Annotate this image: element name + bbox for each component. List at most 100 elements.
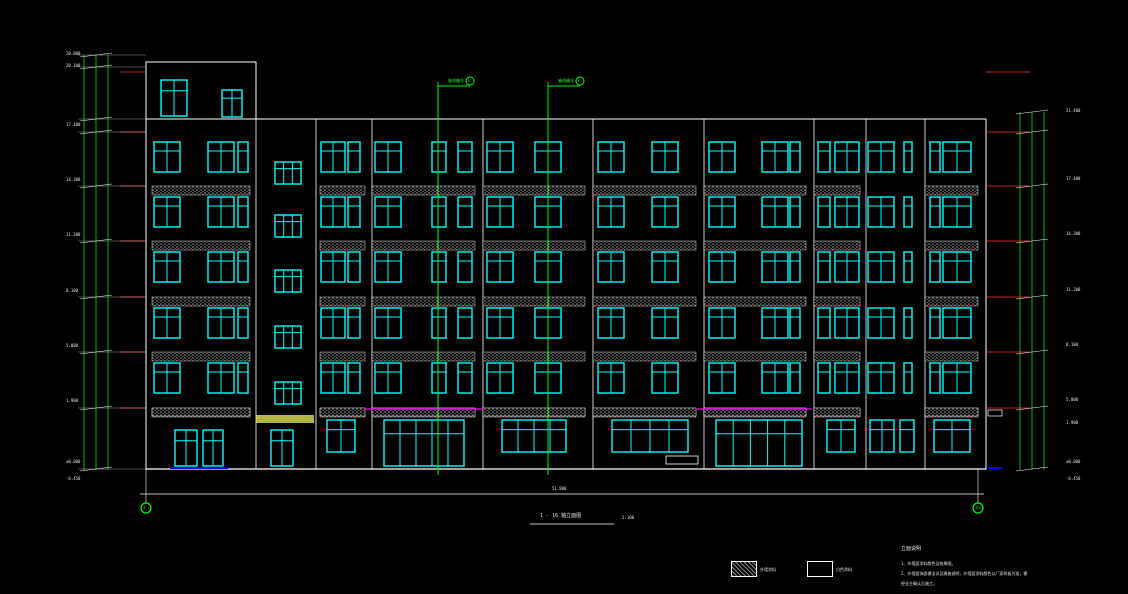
floor-band [151, 240, 251, 251]
window [383, 419, 465, 467]
drawing-title: 1 - 16 轴立面图 [540, 513, 582, 519]
right-elev-label: 1.900 [1066, 420, 1079, 425]
window [834, 251, 860, 283]
window [274, 161, 302, 185]
roof-stair-tower [145, 61, 257, 120]
window-frame [789, 196, 801, 228]
floor-band [371, 240, 476, 251]
window [761, 196, 789, 228]
window [942, 251, 972, 283]
window-frame [274, 161, 302, 185]
floor-band [924, 296, 979, 307]
callout-bubble [465, 76, 475, 86]
window-frame [347, 141, 361, 173]
window [708, 251, 736, 283]
window [347, 141, 361, 173]
left-elev-label: 11.200 [66, 232, 81, 237]
window-frame [457, 141, 473, 173]
left-elev-label: 5.000 [66, 343, 79, 348]
notes-line: 2、外墙面饰面做法详见建施说明，外墙面涂料颜色以厂家样板为准，需 [901, 571, 1028, 576]
window [202, 429, 224, 467]
window [789, 362, 801, 394]
window [237, 196, 249, 228]
window [834, 196, 860, 228]
floor-band [924, 407, 979, 417]
window [237, 251, 249, 283]
window-frame [903, 362, 913, 394]
left-elev-label: 14.300 [66, 177, 81, 182]
left-elev-label: 20.800 [66, 51, 81, 56]
dimension-tick [1015, 129, 1049, 135]
window-frame [347, 362, 361, 394]
window [374, 362, 402, 394]
window [597, 196, 625, 228]
window [207, 141, 235, 173]
legend-label: 外墙涂料 [760, 567, 776, 572]
floor-band [482, 185, 586, 196]
window [457, 251, 473, 283]
window [174, 429, 198, 467]
window-frame [237, 307, 249, 339]
window [501, 419, 567, 453]
window-frame [817, 307, 831, 339]
floor-band [592, 351, 697, 362]
window [761, 362, 789, 394]
overall-dimension: 51.800 [552, 486, 567, 491]
window [457, 307, 473, 339]
window-frame [817, 196, 831, 228]
floor-band [813, 407, 861, 417]
floor-band [482, 240, 586, 251]
callout-bubble [575, 76, 585, 86]
window-frame [274, 325, 302, 349]
window [929, 362, 941, 394]
floor-band [151, 296, 251, 307]
floor-band [482, 351, 586, 362]
dimension-tick [1015, 405, 1049, 411]
window [270, 429, 294, 467]
floor-band [151, 407, 251, 417]
window [374, 141, 402, 173]
window-frame [383, 419, 465, 467]
window [929, 196, 941, 228]
window-frame [457, 362, 473, 394]
window [708, 141, 736, 173]
yellow-sign-band [256, 415, 314, 423]
window [274, 269, 302, 293]
window [817, 251, 831, 283]
window [486, 141, 514, 173]
left-elev-label: ±0.000 [66, 459, 81, 464]
window [903, 251, 913, 283]
window [431, 362, 447, 394]
dimension-tick [1015, 109, 1049, 115]
window [274, 381, 302, 405]
window-frame [817, 251, 831, 283]
window [708, 196, 736, 228]
legend-label: 白色涂料 [836, 567, 852, 572]
window [457, 196, 473, 228]
window [207, 362, 235, 394]
floor-band [371, 296, 476, 307]
window-frame [431, 141, 447, 173]
floor-band [813, 296, 861, 307]
window [153, 251, 181, 283]
window [903, 196, 913, 228]
window [347, 251, 361, 283]
window [597, 307, 625, 339]
floor-band [592, 240, 697, 251]
window-frame [431, 196, 447, 228]
floor-band [924, 240, 979, 251]
window [347, 307, 361, 339]
window-frame [457, 251, 473, 283]
window [715, 419, 803, 467]
left-elev-label: 1.900 [66, 398, 79, 403]
window-frame [274, 269, 302, 293]
window [431, 307, 447, 339]
floor-band [813, 351, 861, 362]
window-frame [817, 362, 831, 394]
window [651, 251, 679, 283]
window [708, 307, 736, 339]
floor-band [703, 240, 807, 251]
window [834, 362, 860, 394]
window [867, 251, 895, 283]
floor-band [319, 185, 366, 196]
